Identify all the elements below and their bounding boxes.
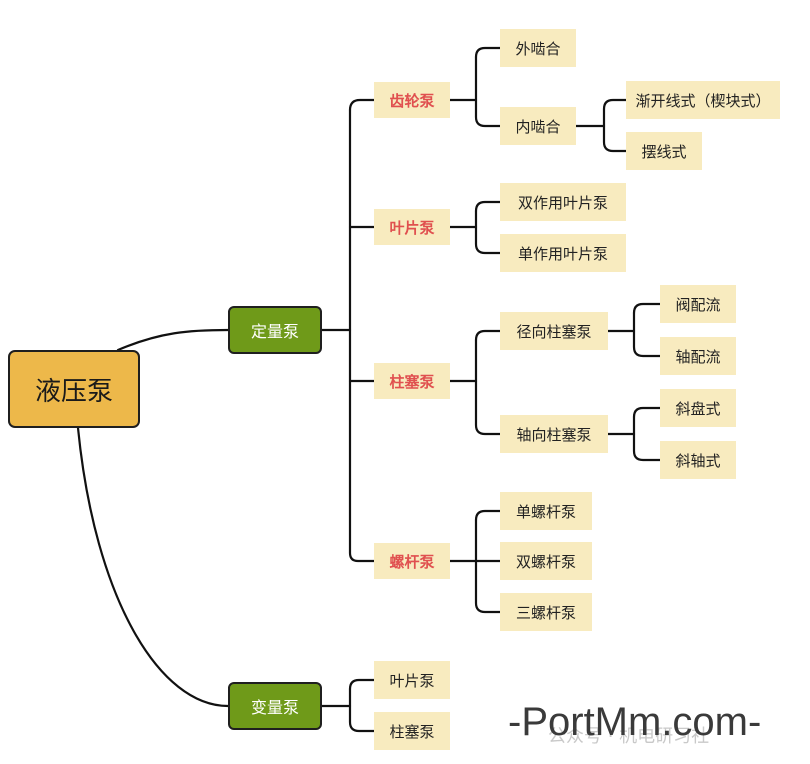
vane-pump-node: 叶片泵 bbox=[374, 209, 450, 245]
cycloid-node: 摆线式 bbox=[626, 132, 702, 170]
variable-piston-node: 柱塞泵 bbox=[374, 712, 450, 750]
variable-displacement-pump-node: 变量泵 bbox=[228, 682, 322, 730]
piston-pump-node: 柱塞泵 bbox=[374, 363, 450, 399]
root-node: 液压泵 bbox=[8, 350, 140, 428]
single-acting-vane-node: 单作用叶片泵 bbox=[500, 234, 626, 272]
triple-screw-node: 三螺杆泵 bbox=[500, 593, 592, 631]
shaft-flow-node: 轴配流 bbox=[660, 337, 736, 375]
site-watermark: -PortMm.com- bbox=[508, 700, 762, 744]
external-gear-node: 外啮合 bbox=[500, 29, 576, 67]
twin-screw-node: 双螺杆泵 bbox=[500, 542, 592, 580]
wechat-watermark: 公众号 · 机电研习社 bbox=[548, 726, 710, 747]
bent-axis-node: 斜轴式 bbox=[660, 441, 736, 479]
swash-plate-node: 斜盘式 bbox=[660, 389, 736, 427]
fixed-displacement-pump-node: 定量泵 bbox=[228, 306, 322, 354]
internal-gear-node: 内啮合 bbox=[500, 107, 576, 145]
gear-pump-node: 齿轮泵 bbox=[374, 82, 450, 118]
radial-piston-node: 径向柱塞泵 bbox=[500, 312, 608, 350]
axial-piston-node: 轴向柱塞泵 bbox=[500, 415, 608, 453]
variable-vane-node: 叶片泵 bbox=[374, 661, 450, 699]
single-screw-node: 单螺杆泵 bbox=[500, 492, 592, 530]
involute-node: 渐开线式（楔块式） bbox=[626, 81, 780, 119]
double-acting-vane-node: 双作用叶片泵 bbox=[500, 183, 626, 221]
valve-flow-node: 阀配流 bbox=[660, 285, 736, 323]
screw-pump-node: 螺杆泵 bbox=[374, 543, 450, 579]
